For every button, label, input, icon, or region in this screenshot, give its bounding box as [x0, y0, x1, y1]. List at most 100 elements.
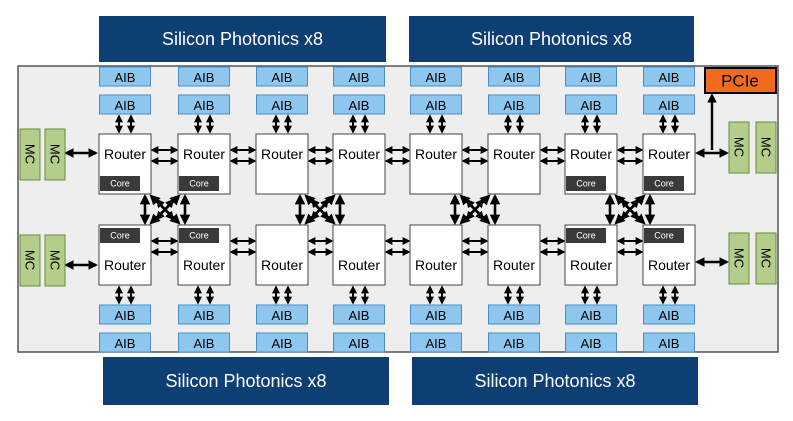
- aib-label: AIB: [349, 98, 370, 113]
- mc-block: [19, 234, 41, 287]
- aib-block: [488, 66, 540, 87]
- aib-label: AIB: [194, 308, 215, 323]
- aib-block: [643, 94, 695, 115]
- aib-label: AIB: [426, 336, 447, 351]
- router-tile: [332, 133, 386, 195]
- router-label: Router: [570, 146, 612, 162]
- aib-block: [643, 304, 695, 325]
- mc-block: [44, 234, 66, 287]
- aib-block: [643, 66, 695, 87]
- router-tile: [409, 133, 463, 195]
- core-block: [566, 228, 606, 243]
- aib-label: AIB: [349, 308, 370, 323]
- router-label: Router: [183, 257, 225, 273]
- aib-label: AIB: [115, 98, 136, 113]
- aib-label: AIB: [504, 308, 525, 323]
- aib-label: AIB: [194, 98, 215, 113]
- aib-label: AIB: [504, 98, 525, 113]
- core-label: Core: [576, 179, 596, 189]
- router-label: Router: [415, 257, 457, 273]
- aib-label: AIB: [659, 308, 680, 323]
- aib-label: AIB: [426, 308, 447, 323]
- aib-block: [333, 332, 385, 353]
- aib-label: AIB: [581, 70, 602, 85]
- photonics-label: Silicon Photonics x8: [162, 29, 323, 49]
- aib-label: AIB: [426, 70, 447, 85]
- photonics-block: [412, 357, 698, 405]
- router-label: Router: [261, 146, 303, 162]
- aib-block: [410, 94, 462, 115]
- aib-label: AIB: [115, 336, 136, 351]
- mc-block: [728, 121, 750, 174]
- core-block: [100, 228, 140, 243]
- aib-label: AIB: [659, 98, 680, 113]
- mc-label: MC: [732, 137, 747, 157]
- router-tile: [409, 224, 463, 286]
- router-label: Router: [648, 146, 690, 162]
- core-block: [644, 176, 684, 191]
- core-label: Core: [189, 231, 209, 241]
- router-label: Router: [648, 257, 690, 273]
- core-block: [644, 228, 684, 243]
- aib-block: [488, 304, 540, 325]
- aib-label: AIB: [581, 308, 602, 323]
- aib-block: [178, 332, 230, 353]
- mc-label: MC: [759, 137, 774, 157]
- router-label: Router: [104, 146, 146, 162]
- router-label: Router: [493, 257, 535, 273]
- crossbar-arrow: [310, 198, 330, 221]
- router-label: Router: [338, 257, 380, 273]
- router-tile: [255, 133, 309, 195]
- aib-label: AIB: [272, 308, 293, 323]
- aib-label: AIB: [194, 336, 215, 351]
- router-tile: [487, 224, 541, 286]
- aib-label: AIB: [272, 70, 293, 85]
- router-label: Router: [493, 146, 535, 162]
- aib-label: AIB: [272, 98, 293, 113]
- mc-block: [19, 128, 41, 181]
- router-tile: [255, 224, 309, 286]
- mc-block: [755, 232, 777, 285]
- aib-label: AIB: [115, 70, 136, 85]
- aib-block: [565, 304, 617, 325]
- core-label: Core: [189, 179, 209, 189]
- aib-block: [256, 94, 308, 115]
- core-label: Core: [110, 179, 130, 189]
- core-block: [100, 176, 140, 191]
- aib-block: [643, 332, 695, 353]
- aib-block: [178, 66, 230, 87]
- router-label: Router: [415, 146, 457, 162]
- core-block: [179, 176, 219, 191]
- mc-block: [728, 232, 750, 285]
- mc-block: [755, 121, 777, 174]
- aib-label: AIB: [504, 70, 525, 85]
- aib-label: AIB: [581, 336, 602, 351]
- mc-label: MC: [48, 250, 63, 270]
- aib-label: AIB: [272, 336, 293, 351]
- photonics-label: Silicon Photonics x8: [474, 371, 635, 391]
- router-tile: [487, 133, 541, 195]
- aib-label: AIB: [349, 336, 370, 351]
- router-label: Router: [104, 257, 146, 273]
- aib-label: AIB: [349, 70, 370, 85]
- aib-block: [178, 304, 230, 325]
- mc-block: [44, 128, 66, 181]
- aib-label: AIB: [659, 70, 680, 85]
- pcie-block: [704, 67, 777, 94]
- photonics-block: [99, 16, 386, 62]
- router-label: Router: [338, 146, 380, 162]
- aib-block: [256, 304, 308, 325]
- crossbar-arrow: [465, 198, 485, 221]
- photonics-label: Silicon Photonics x8: [471, 29, 632, 49]
- aib-block: [333, 66, 385, 87]
- core-block: [179, 228, 219, 243]
- mc-label: MC: [23, 250, 38, 270]
- aib-label: AIB: [659, 336, 680, 351]
- aib-block: [99, 94, 151, 115]
- aib-block: [565, 66, 617, 87]
- aib-block: [410, 332, 462, 353]
- aib-block: [333, 94, 385, 115]
- photonics-block: [409, 16, 694, 62]
- router-label: Router: [261, 257, 303, 273]
